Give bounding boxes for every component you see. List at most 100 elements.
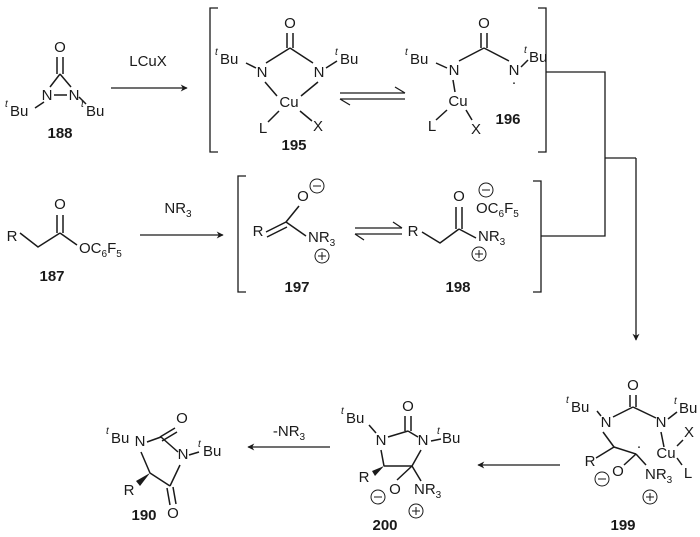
atom-N-left: N bbox=[135, 433, 146, 450]
substituent-R: R bbox=[585, 453, 596, 470]
equilibrium-197-198 bbox=[354, 221, 403, 241]
ammonium-sub-3: 3 bbox=[330, 238, 336, 249]
positive-charge-N bbox=[314, 248, 330, 264]
substituent-R: R bbox=[359, 469, 370, 486]
amine-NR: NR bbox=[164, 200, 186, 217]
tert-prefix: t bbox=[81, 99, 85, 110]
ammonium-sub-3: 3 bbox=[500, 237, 506, 248]
atom-Cu: Cu bbox=[279, 94, 298, 111]
atom-Cu: Cu bbox=[448, 93, 467, 110]
compound-188: O N N t Bu t Bu 188 bbox=[5, 39, 104, 142]
negative-charge-O bbox=[370, 489, 386, 505]
negative-charge-O bbox=[309, 178, 325, 194]
atom-N-right: N bbox=[418, 432, 429, 449]
compound-199: O N N t Bu t Bu R · O NR3 Cu X L 199 bbox=[566, 377, 697, 534]
tert-prefix: t bbox=[524, 45, 528, 56]
radical-dot: · bbox=[637, 438, 642, 455]
wedge-bond bbox=[136, 473, 150, 486]
atom-Cu: Cu bbox=[656, 445, 675, 462]
atom-O: O bbox=[453, 188, 465, 205]
atom-N-right: N bbox=[178, 446, 189, 463]
ester-sub-6: 6 bbox=[102, 249, 108, 260]
phenoxide-OC6F5: OC6F5 bbox=[476, 200, 519, 220]
tert-prefix: t bbox=[341, 406, 345, 417]
remove-amine-sub-3: 3 bbox=[300, 432, 306, 443]
phenoxide-F: F bbox=[504, 200, 513, 217]
ammonium-NR: NR bbox=[308, 229, 330, 246]
ammonium-NR3: NR3 bbox=[414, 481, 442, 501]
atom-N-left: N bbox=[42, 87, 53, 104]
ligand-X: X bbox=[313, 118, 323, 135]
ammonium-NR: NR bbox=[645, 466, 667, 483]
tbu-left: Bu bbox=[346, 410, 364, 427]
arrow-lcux: LCuX bbox=[111, 53, 188, 92]
bracket-left-195 bbox=[209, 7, 218, 153]
equilibrium-195-196 bbox=[339, 86, 406, 106]
ligand-X: X bbox=[684, 424, 694, 441]
leaving-group-OC6F5: OC6F5 bbox=[79, 240, 122, 260]
tbu-right: Bu bbox=[86, 103, 104, 120]
radical-dot: · bbox=[512, 74, 517, 91]
atom-O: O bbox=[297, 188, 309, 205]
amine-sub-3: 3 bbox=[186, 209, 192, 220]
tert-prefix: t bbox=[437, 426, 441, 437]
reagent-remove-amine: -NR3 bbox=[273, 423, 306, 443]
negative-charge-phenoxide bbox=[478, 182, 494, 198]
bracket-right-196 bbox=[538, 7, 547, 153]
remove-amine-NR: -NR bbox=[273, 423, 300, 440]
tbu-left: Bu bbox=[410, 51, 428, 68]
atom-O: O bbox=[167, 505, 179, 522]
ammonium-sub-3: 3 bbox=[436, 490, 442, 501]
substituent-R: R bbox=[253, 223, 264, 240]
tert-prefix: t bbox=[198, 439, 202, 450]
atom-O: O bbox=[627, 377, 639, 394]
compound-label-200: 200 bbox=[372, 517, 397, 534]
ligand-X: X bbox=[471, 121, 481, 138]
atom-N-left: N bbox=[449, 62, 460, 79]
atom-O: O bbox=[54, 39, 66, 56]
atom-N-left: N bbox=[376, 432, 387, 449]
bracket-left-197 bbox=[237, 175, 246, 293]
ammonium-NR: NR bbox=[414, 481, 436, 498]
atom-N-right: N bbox=[656, 414, 667, 431]
substituent-R: R bbox=[408, 223, 419, 240]
tbu-right: Bu bbox=[679, 400, 697, 417]
connector-upper bbox=[546, 71, 606, 158]
arrow-remove-nr3: -NR3 bbox=[247, 423, 330, 451]
ester-F: F bbox=[107, 240, 116, 257]
tert-prefix: t bbox=[335, 47, 339, 58]
ammonium-NR: NR bbox=[478, 228, 500, 245]
compound-label-199: 199 bbox=[610, 517, 635, 534]
tbu-left: Bu bbox=[571, 399, 589, 416]
tert-prefix: t bbox=[405, 47, 409, 58]
ligand-L: L bbox=[259, 120, 267, 137]
atom-N-right: N bbox=[509, 62, 520, 79]
atom-O: O bbox=[612, 463, 624, 480]
compound-label-190: 190 bbox=[131, 507, 156, 524]
phenoxide-sub-5: 5 bbox=[513, 209, 519, 220]
tert-prefix: t bbox=[106, 426, 110, 437]
ligand-L: L bbox=[428, 118, 436, 135]
atom-O: O bbox=[389, 481, 401, 498]
ammonium-NR3: NR3 bbox=[645, 466, 673, 486]
tert-prefix: t bbox=[215, 47, 219, 58]
compound-label-187: 187 bbox=[39, 268, 64, 285]
negative-charge-O bbox=[594, 471, 610, 487]
compound-label-197: 197 bbox=[284, 279, 309, 296]
atom-N-right: N bbox=[69, 87, 80, 104]
tbu-right: Bu bbox=[203, 443, 221, 460]
substituent-R: R bbox=[124, 482, 135, 499]
compound-label-198: 198 bbox=[445, 279, 470, 296]
tbu-right: Bu bbox=[442, 430, 460, 447]
tert-prefix: t bbox=[674, 396, 678, 407]
atom-O: O bbox=[54, 196, 66, 213]
compound-200: O N N t Bu t Bu R O NR3 200 bbox=[341, 398, 460, 534]
ligand-L: L bbox=[684, 465, 692, 482]
ammonium-sub-3: 3 bbox=[667, 475, 673, 486]
tert-prefix: t bbox=[5, 99, 9, 110]
tert-prefix: t bbox=[566, 395, 570, 406]
positive-charge-N bbox=[408, 503, 424, 519]
compound-187: R O OC6F5 187 bbox=[7, 196, 123, 285]
compound-197: R O NR3 197 bbox=[253, 178, 336, 296]
atom-N-left: N bbox=[601, 414, 612, 431]
